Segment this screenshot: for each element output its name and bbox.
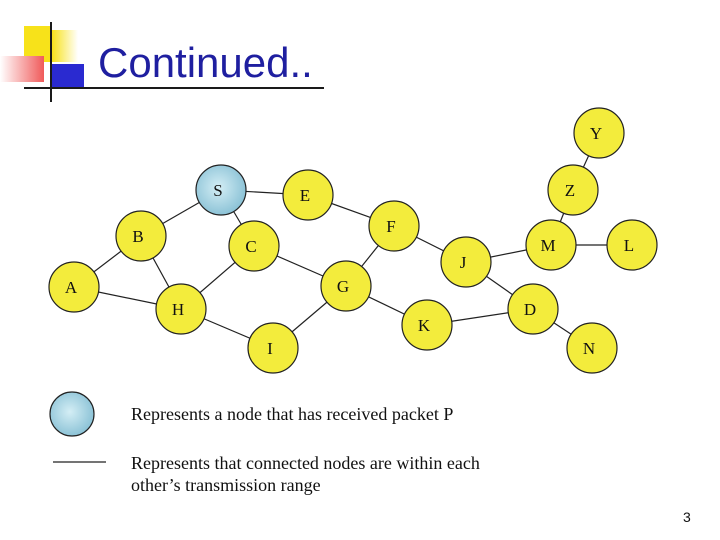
node-b: B <box>115 210 167 262</box>
node-m: M <box>525 219 577 271</box>
node-y: Y <box>573 107 625 159</box>
legend-graphics <box>49 391 106 463</box>
nodes: S E B C F A H G I K J D M L N Z Y <box>48 107 658 374</box>
node-i-label: I <box>267 339 273 358</box>
title-underline <box>24 87 324 89</box>
node-y-label: Y <box>590 124 602 143</box>
node-a: A <box>48 261 100 313</box>
node-y-circle <box>573 107 625 159</box>
node-n: N <box>566 322 618 374</box>
node-e: E <box>282 169 334 221</box>
node-l: L <box>606 219 658 271</box>
node-k-label: K <box>418 316 431 335</box>
node-g: G <box>320 260 372 312</box>
node-z-label: Z <box>565 181 575 200</box>
node-d-label: D <box>524 300 536 319</box>
node-e-circle <box>282 169 334 221</box>
node-k-circle <box>401 299 453 351</box>
slide-title: Continued.. <box>98 39 313 86</box>
legend-received-text: Represents a node that has received pack… <box>131 404 454 424</box>
node-f-label: F <box>386 217 395 236</box>
node-z-circle <box>547 164 599 216</box>
node-h: H <box>155 283 207 335</box>
legend-range-text: Represents that connected nodes are with… <box>131 453 480 495</box>
node-j-circle <box>440 236 492 288</box>
node-s-circle <box>195 164 247 216</box>
node-j: J <box>440 236 492 288</box>
node-h-circle <box>155 283 207 335</box>
node-a-label: A <box>65 278 78 297</box>
node-i-circle <box>247 322 299 374</box>
page-number: 3 <box>683 509 691 525</box>
node-c-circle <box>228 220 280 272</box>
node-s-label: S <box>213 181 222 200</box>
node-j-label: J <box>460 253 467 272</box>
deco-red-square <box>0 56 44 82</box>
node-m-circle <box>525 219 577 271</box>
deco-blue-square <box>52 64 84 88</box>
node-f-circle <box>368 200 420 252</box>
node-n-label: N <box>583 339 595 358</box>
node-d: D <box>507 283 559 335</box>
node-f: F <box>368 200 420 252</box>
deco-yellow-strip <box>52 30 78 62</box>
node-i: I <box>247 322 299 374</box>
deco-vertical-line <box>50 22 52 102</box>
node-e-label: E <box>300 186 310 205</box>
node-b-label: B <box>132 227 143 246</box>
node-g-circle <box>320 260 372 312</box>
node-a-circle <box>48 261 100 313</box>
legend-received-node-icon <box>49 391 95 437</box>
node-n-circle <box>566 322 618 374</box>
node-k: K <box>401 299 453 351</box>
node-c: C <box>228 220 280 272</box>
node-g-label: G <box>337 277 349 296</box>
node-l-circle <box>606 219 658 271</box>
node-m-label: M <box>540 236 555 255</box>
node-s: S <box>195 164 247 216</box>
node-d-circle <box>507 283 559 335</box>
node-l-label: L <box>624 236 634 255</box>
node-b-circle <box>115 210 167 262</box>
node-c-label: C <box>245 237 256 256</box>
node-z: Z <box>547 164 599 216</box>
node-h-label: H <box>172 300 184 319</box>
